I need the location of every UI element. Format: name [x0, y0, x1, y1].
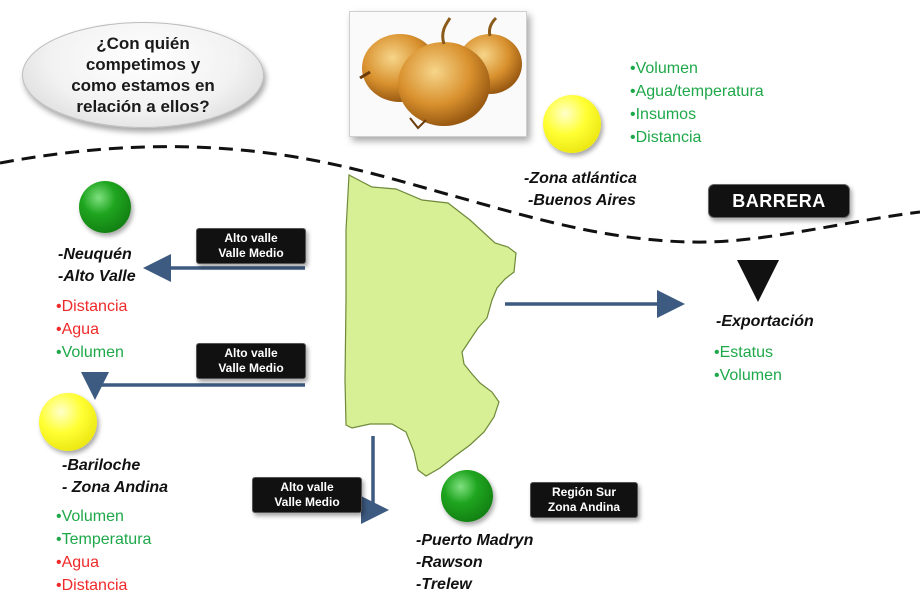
bariloche-factor-list: •Volumen •Temperatura •Agua •Distancia: [56, 505, 151, 597]
neuquen-factor: •Volumen: [56, 344, 124, 361]
neuquen-factor: •Distancia: [56, 298, 128, 315]
onion-image: [359, 16, 522, 130]
region-tag-line: Zona Andina: [547, 500, 621, 514]
route-tag-line: Valle Medio: [218, 361, 284, 375]
region-tag: Región Sur Zona Andina: [530, 482, 638, 518]
export-factor-list: •Estatus •Volumen: [714, 341, 782, 387]
route-tag-line: Alto valle: [224, 346, 278, 360]
route-tag-line: Alto valle: [224, 231, 278, 245]
south-places: -Puerto Madryn -Rawson -Trelew: [416, 530, 533, 596]
export-factor: •Estatus: [714, 344, 773, 361]
route-tag-line: Valle Medio: [218, 246, 284, 260]
atlantic-factor-list: •Volumen •Agua/temperatura •Insumos •Dis…: [630, 57, 764, 149]
neuquen-places: -Neuquén -Alto Valle: [58, 244, 136, 288]
question-line-3: como estamos en: [71, 76, 215, 95]
bariloche-places: -Bariloche - Zona Andina: [62, 455, 168, 499]
arrow-to-south: [361, 436, 389, 524]
chubut-map: [344, 174, 517, 477]
question-line-2: competimos y: [85, 55, 201, 74]
atlantic-places: -Zona atlántica -Buenos Aires: [524, 168, 637, 212]
atlantic-factor: •Volumen: [630, 60, 698, 77]
route-tag-line: Valle Medio: [274, 495, 340, 509]
question-line-4: relación a ellos?: [76, 97, 210, 116]
barrier-down-triangle: [737, 260, 779, 302]
barrier-label: BARRERA: [708, 184, 850, 218]
export-factor: •Volumen: [714, 367, 782, 384]
question-line-1: ¿Con quién: [96, 34, 190, 53]
atlantic-factor: •Distancia: [630, 129, 702, 146]
question-bubble: ¿Con quién competimos y como estamos en …: [22, 22, 264, 128]
bariloche-factor: •Volumen: [56, 508, 124, 525]
route-tag-neuquen: Alto valle Valle Medio: [196, 228, 306, 264]
route-tag-south: Alto valle Valle Medio: [252, 477, 362, 513]
arrow-to-bariloche: [81, 372, 305, 400]
place-label: -Neuquén: [58, 246, 132, 263]
neuquen-factor-list: •Distancia •Agua •Volumen: [56, 295, 127, 364]
neuquen-status-dot: [79, 181, 131, 233]
region-tag-line: Región Sur: [551, 485, 616, 499]
place-label: -Zona atlántica: [524, 170, 637, 187]
bariloche-factor: •Agua: [56, 554, 99, 571]
place-label: -Alto Valle: [58, 268, 136, 285]
place-label: - Zona Andina: [62, 479, 169, 496]
atlantic-factor: •Insumos: [630, 106, 697, 123]
place-label: -Buenos Aires: [528, 192, 636, 209]
route-tag-line: Alto valle: [280, 480, 334, 494]
south-status-dot: [441, 470, 493, 522]
place-label: -Puerto Madryn: [416, 532, 534, 549]
place-label: -Bariloche: [62, 457, 141, 474]
bariloche-status-dot: [39, 393, 97, 451]
onion-photo: [349, 11, 527, 137]
atlantic-factor: •Agua/temperatura: [630, 83, 764, 100]
barrier-dashed-line: [0, 145, 920, 244]
route-tag-bariloche: Alto valle Valle Medio: [196, 343, 306, 379]
neuquen-factor: •Agua: [56, 321, 99, 338]
atlantic-status-dot: [543, 95, 601, 153]
place-label: -Trelew: [416, 576, 472, 593]
bariloche-factor: •Temperatura: [56, 531, 152, 548]
export-place-label: -Exportación: [716, 313, 814, 330]
place-label: -Rawson: [416, 554, 483, 571]
bariloche-factor: •Distancia: [56, 577, 128, 594]
